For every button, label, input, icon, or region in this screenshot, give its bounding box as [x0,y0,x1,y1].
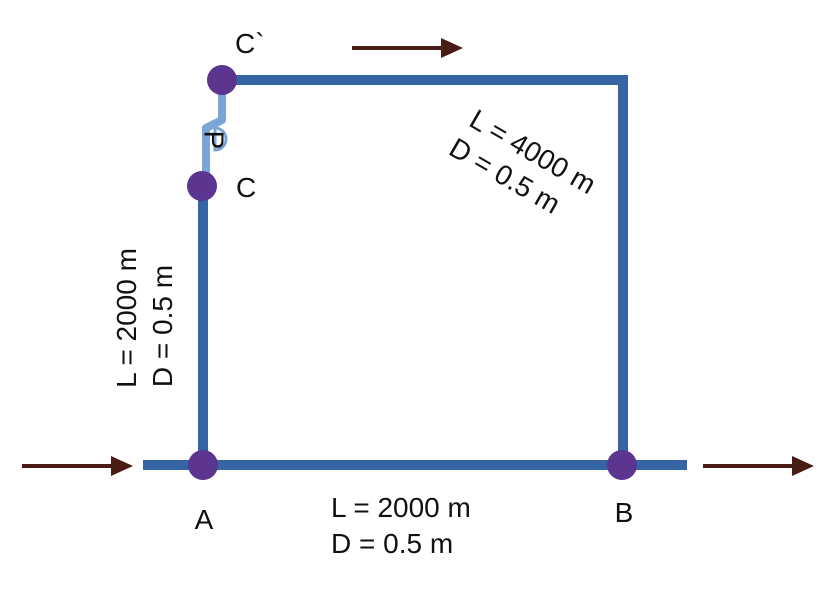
flow-arrows [22,38,814,476]
node-a [188,450,218,480]
pump-label: P [199,131,230,150]
inlet-arrow-head [111,456,133,476]
pipe-ab-length: L = 2000 m [331,492,471,523]
node-label-a: A [195,504,214,535]
pump-icon [213,126,228,152]
top-flow-arrow-head [441,38,463,58]
node-b [607,450,637,480]
node-label-c: C [236,172,256,203]
node-c [187,171,217,201]
outlet-arrow-head [792,456,814,476]
node-label-b: B [615,497,634,528]
pipe-ac-diameter: D = 0.5 m [147,265,178,387]
pipe-ab-diameter: D = 0.5 m [331,528,453,559]
node-label-c-prime: C` [235,28,265,59]
node-c-prime [207,65,237,95]
pipe-ac-length: L = 2000 m [111,248,142,388]
pump-segment [202,80,226,186]
